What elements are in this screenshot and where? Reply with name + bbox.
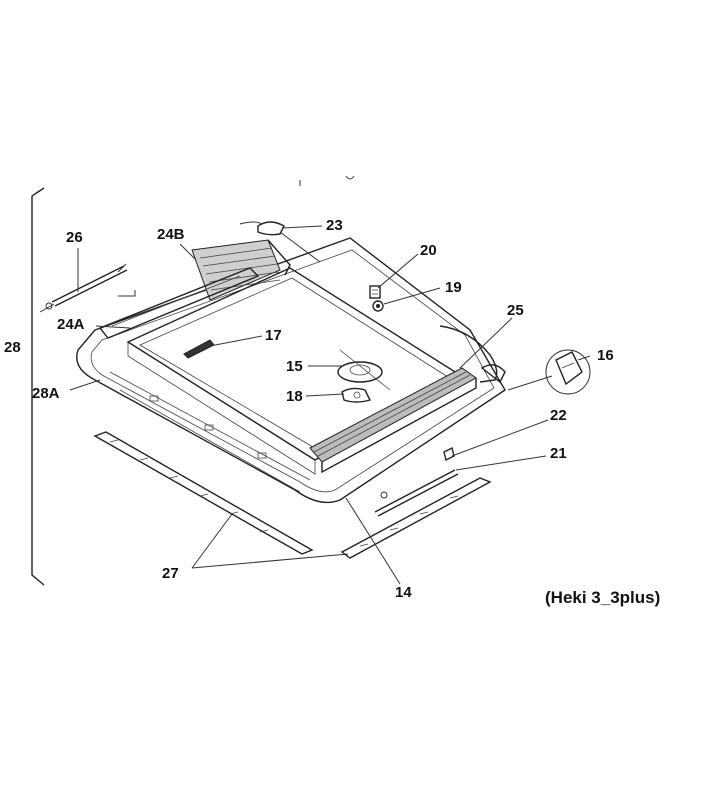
label-22: 22 (550, 407, 567, 424)
cap-23 (239, 221, 321, 263)
label-25: 25 (507, 302, 524, 319)
diagram-panel (0, 175, 728, 625)
label-18: 18 (286, 388, 303, 405)
diagram-caption: (Heki 3_3plus) (545, 588, 661, 607)
label-14: 14 (395, 584, 412, 601)
label-16: 16 (597, 347, 614, 364)
label-19: 19 (445, 279, 462, 296)
top-marks (299, 175, 355, 186)
label-21: 21 (550, 445, 567, 462)
seal-strips-27 (93, 431, 492, 559)
rod-26 (39, 263, 128, 313)
leader-lines (69, 225, 591, 585)
detail-16 (545, 349, 591, 395)
part-18 (341, 387, 372, 403)
label-24b: 24B (157, 226, 185, 243)
label-17: 17 (265, 327, 282, 344)
label-15: 15 (286, 358, 303, 375)
crank-15 (337, 349, 391, 391)
rod-21 (374, 469, 459, 517)
group-bracket (31, 187, 45, 586)
part-22 (443, 446, 455, 462)
label-26: 26 (66, 229, 83, 246)
blind-roll-25 (309, 367, 477, 474)
screw-19 (372, 300, 384, 312)
label-27: 27 (162, 565, 179, 582)
clip-part (118, 290, 136, 297)
label-23: 23 (326, 217, 343, 234)
label-28: 28 (4, 339, 21, 356)
label-28a: 28A (32, 385, 60, 402)
label-20: 20 (420, 242, 437, 259)
frame-28a (76, 237, 506, 504)
blind-24b (191, 239, 291, 301)
screw-20 (369, 285, 381, 299)
label-24a: 24A (57, 316, 85, 333)
rail-24a (98, 267, 260, 339)
side-lever (439, 325, 498, 383)
